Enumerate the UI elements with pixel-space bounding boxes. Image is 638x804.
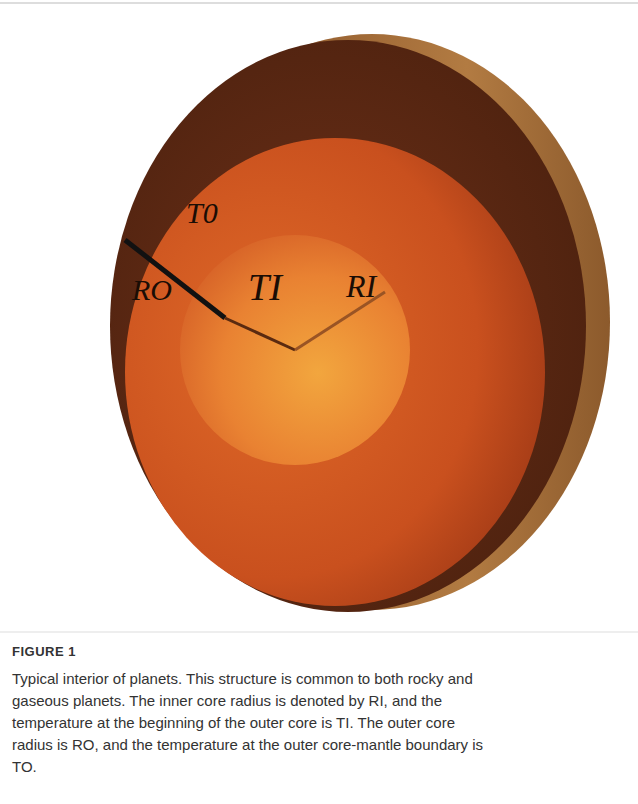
layer-label: RI xyxy=(346,270,376,302)
layer-label: TI xyxy=(248,268,282,306)
layer-label: RO xyxy=(132,275,172,305)
figure-title: FIGURE 1 xyxy=(12,644,76,659)
layer-label: T0 xyxy=(186,198,218,228)
figure-caption: Typical interior of planets. This struct… xyxy=(12,668,492,778)
